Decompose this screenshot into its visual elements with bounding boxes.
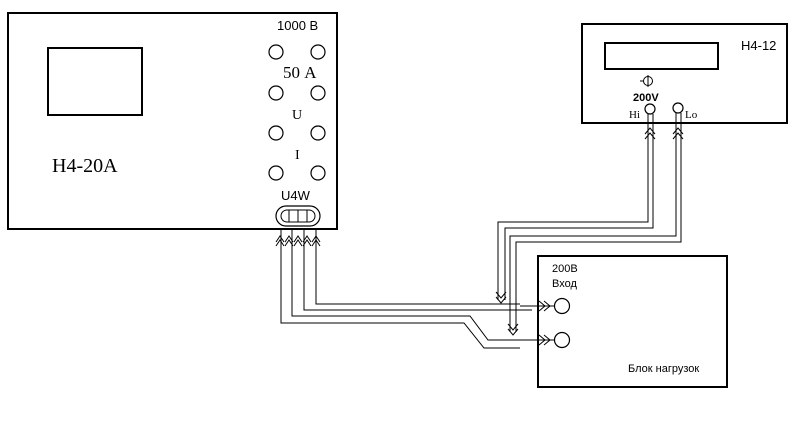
h420a-jack-50a-left: [268, 85, 284, 101]
device-h420a: Н4-20А 1000 В 50 А U I U4W: [7, 12, 338, 230]
wire-hi-a: [497, 114, 649, 300]
wire-u4w-1: [315, 228, 520, 305]
h420a-label-1000v: 1000 В: [277, 18, 318, 33]
h420a-label-u4w: U4W: [281, 188, 311, 203]
plug-junction-bottom: [507, 323, 519, 336]
h412-label-200v: 200V: [633, 92, 659, 104]
h420a-jack-u-left: [268, 125, 284, 141]
wire-lo-b: [515, 113, 682, 332]
device-h412: Н4-12 200V Hi Lo: [581, 23, 788, 124]
h420a-label-i: I: [295, 148, 300, 163]
plug-hi: [644, 127, 656, 140]
wiring: [275, 113, 684, 349]
h420a-jack-1000v-right: [310, 44, 326, 60]
h412-label-hi: Hi: [629, 109, 640, 121]
plug-junction-top: [495, 291, 507, 304]
h420a-jack-i-right: [310, 165, 326, 181]
device-load-block: 200В Вход Блок нагрузок: [537, 255, 728, 388]
h412-jack-hi: [644, 103, 656, 115]
plug-lo: [672, 127, 684, 140]
h412-label-lo: Lo: [685, 109, 698, 121]
h420a-label-50a: 50 А: [283, 63, 317, 82]
h420a-label-u: U: [292, 108, 302, 123]
plug-top-jack: [538, 300, 551, 312]
u4w-plug-marks: [275, 235, 321, 247]
h420a-jack-i-left: [268, 165, 284, 181]
h420a-jack-50a-right: [310, 85, 326, 101]
load-block-label-200v: 200В: [552, 263, 578, 275]
wire-u4w-2: [303, 228, 532, 311]
h412-name: Н4-12: [741, 38, 776, 53]
load-block-jack-bottom: [553, 331, 571, 349]
load-block-name: Блок нагрузок: [628, 363, 699, 375]
load-block-label-input: Вход: [552, 278, 577, 290]
load-block-enclosure: [537, 255, 728, 388]
plug-bottom-jack: [538, 334, 551, 346]
wire-u4w-4: [280, 228, 520, 349]
ground-icon: [640, 75, 653, 87]
h420a-u4w-connector: [275, 205, 321, 227]
h412-display: [604, 42, 719, 70]
h412-jack-lo: [672, 102, 684, 114]
wire-u4w-3: [291, 228, 536, 341]
load-block-jack-top: [553, 297, 571, 315]
wire-lo-a: [509, 113, 677, 332]
h412-enclosure: [581, 23, 788, 124]
h420a-jack-1000v-left: [268, 44, 284, 60]
h420a-jack-u-right: [310, 125, 326, 141]
h420a-display: [47, 47, 143, 116]
wire-hi-b: [504, 114, 654, 300]
h420a-name: Н4-20А: [52, 155, 118, 177]
